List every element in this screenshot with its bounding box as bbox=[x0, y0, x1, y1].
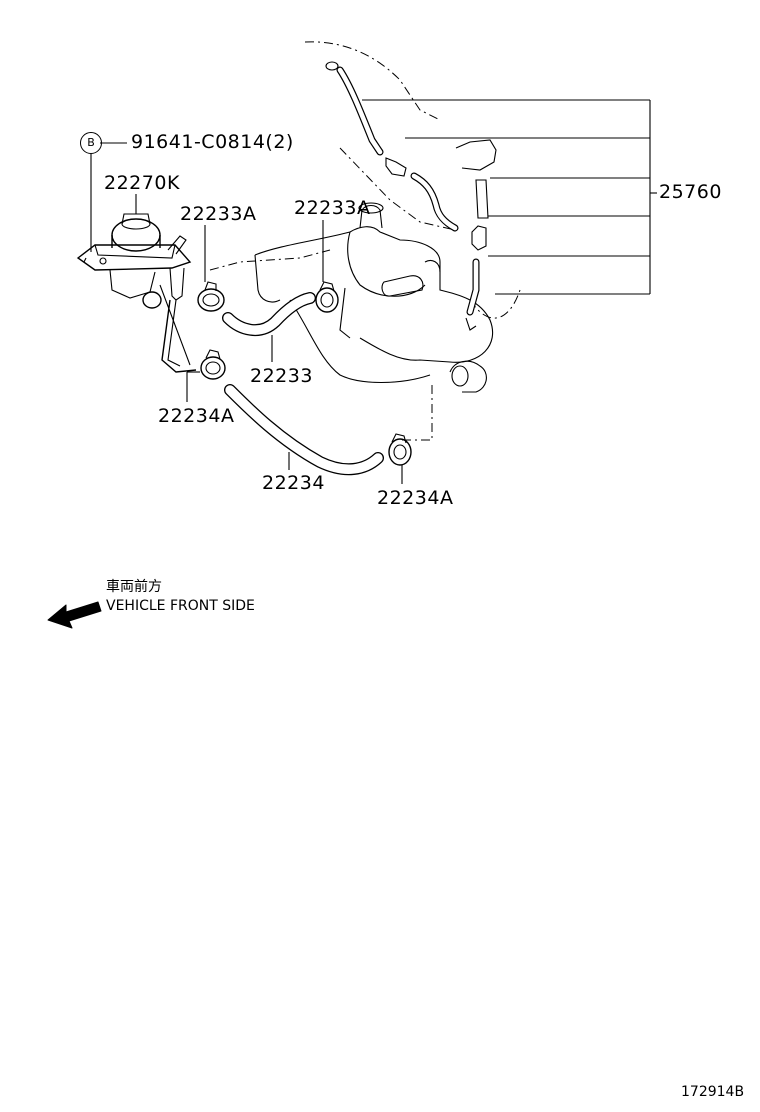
engine-outline bbox=[209, 41, 521, 441]
clamp-22234A-lower bbox=[388, 433, 412, 466]
clamp-22233A-right bbox=[315, 281, 339, 313]
label-22234a-upper: 22234A bbox=[158, 405, 235, 427]
label-22234a-lower: 22234A bbox=[377, 487, 454, 509]
label-22233a-right: 22233A bbox=[294, 197, 371, 219]
label-25760: 25760 bbox=[659, 181, 722, 203]
figure-id: 172914B bbox=[681, 1084, 745, 1100]
label-22234: 22234 bbox=[262, 472, 325, 494]
bolt-symbol-circle: B bbox=[80, 132, 102, 154]
vacuum-hoses-25760 bbox=[325, 61, 497, 331]
air-valve-22270K bbox=[76, 213, 197, 373]
throttle-body bbox=[254, 202, 494, 393]
front-label-english: VEHICLE FRONT SIDE bbox=[106, 598, 255, 614]
clamp-22234A-upper bbox=[200, 349, 226, 380]
label-91641-c0814: 91641-C0814(2) bbox=[131, 131, 294, 153]
label-22233: 22233 bbox=[250, 365, 313, 387]
label-22270k: 22270K bbox=[104, 172, 180, 194]
clamp-22233A-left bbox=[197, 281, 225, 312]
label-22233a-left: 22233A bbox=[180, 203, 257, 225]
hose-22233 bbox=[222, 292, 316, 337]
leader-lines bbox=[90, 99, 657, 484]
hose-22234 bbox=[224, 384, 384, 476]
front-label-japanese: 車両前方 bbox=[106, 579, 162, 595]
arrow-front-icon bbox=[47, 601, 102, 629]
